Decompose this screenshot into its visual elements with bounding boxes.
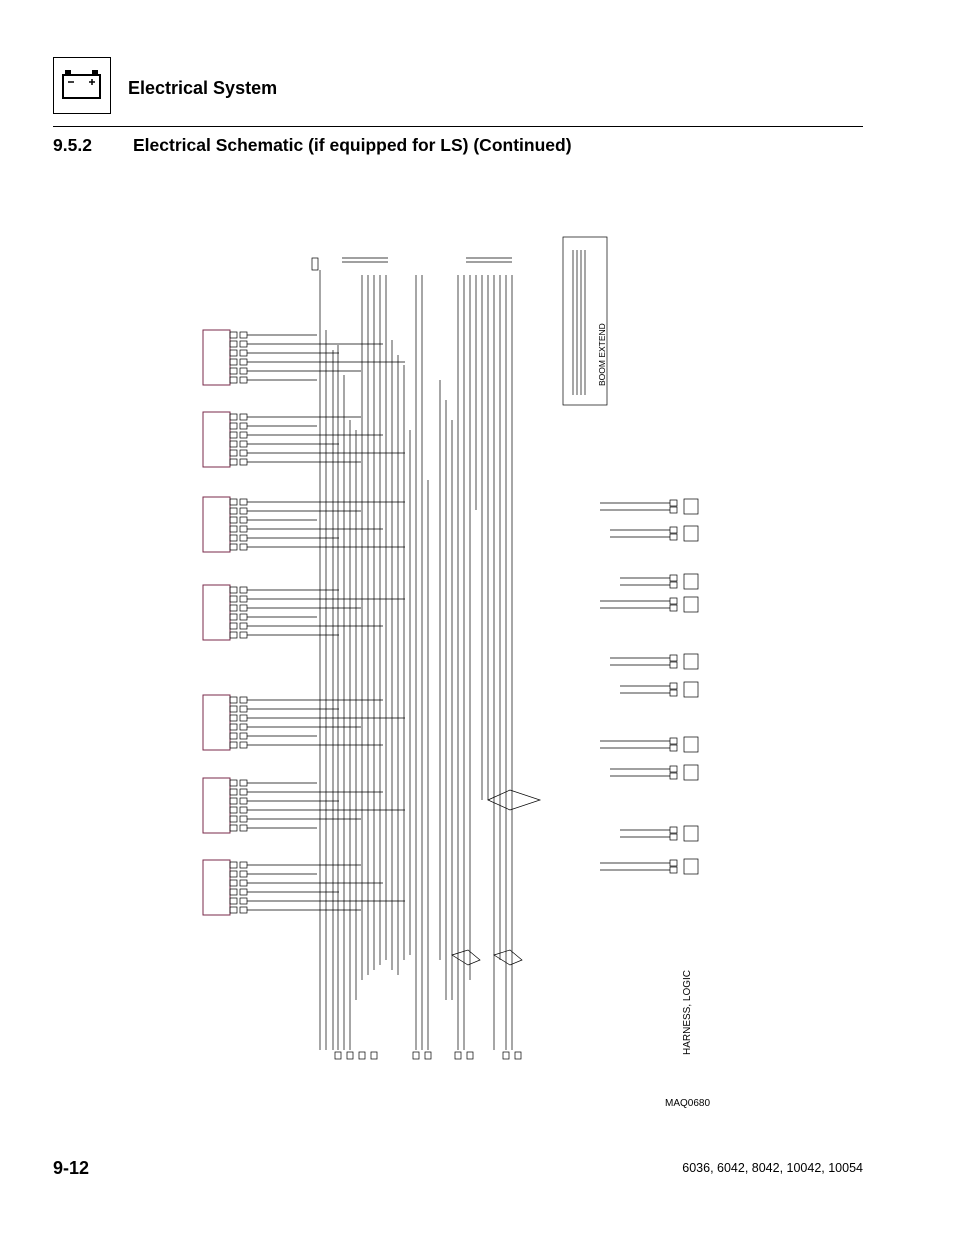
left-relay-blocks (202, 329, 248, 916)
bottom-connector-pin (454, 1051, 462, 1060)
right-component (669, 596, 699, 613)
right-components (669, 498, 699, 875)
bottom-connector-pin (502, 1051, 510, 1060)
right-component (669, 764, 699, 781)
right-component (669, 681, 699, 698)
right-wires (600, 502, 670, 871)
relay-block (202, 496, 248, 553)
right-component (669, 825, 699, 842)
harness-label: HARNESS, LOGIC (682, 970, 693, 1055)
right-component (669, 573, 699, 590)
relay-wires (247, 334, 405, 911)
header-title: Electrical System (128, 78, 278, 98)
right-component (669, 498, 699, 515)
section-title: Electrical Schematic (if equipped for LS… (133, 135, 572, 155)
right-component (669, 736, 699, 753)
right-component (669, 858, 699, 875)
boom-extend-label: BOOM EXTEND (597, 323, 607, 386)
bottom-connector-pin (370, 1051, 378, 1060)
relay-block (202, 694, 248, 751)
right-component (669, 525, 699, 542)
relay-block (202, 411, 248, 468)
page-number: 9-12 (53, 1158, 90, 1178)
relay-block (202, 777, 248, 834)
relay-block (202, 329, 248, 386)
relay-block (202, 859, 248, 916)
figure-code: MAQ0680 (665, 1098, 710, 1109)
relay-block (202, 584, 248, 641)
right-component (669, 653, 699, 670)
section-number: 9.5.2 (53, 135, 92, 155)
bottom-connectors (334, 1051, 522, 1060)
bottom-connector-pin (358, 1051, 366, 1060)
bottom-connector-pin (346, 1051, 354, 1060)
bottom-connector-pin (466, 1051, 474, 1060)
bottom-connector-pin (514, 1051, 522, 1060)
bottom-connector-pin (334, 1051, 342, 1060)
header-rule (53, 126, 863, 127)
model-numbers: 6036, 6042, 8042, 10042, 10054 (682, 1161, 863, 1175)
bottom-connector-pin (424, 1051, 432, 1060)
bottom-connector-pin (412, 1051, 420, 1060)
battery-icon (53, 57, 111, 114)
